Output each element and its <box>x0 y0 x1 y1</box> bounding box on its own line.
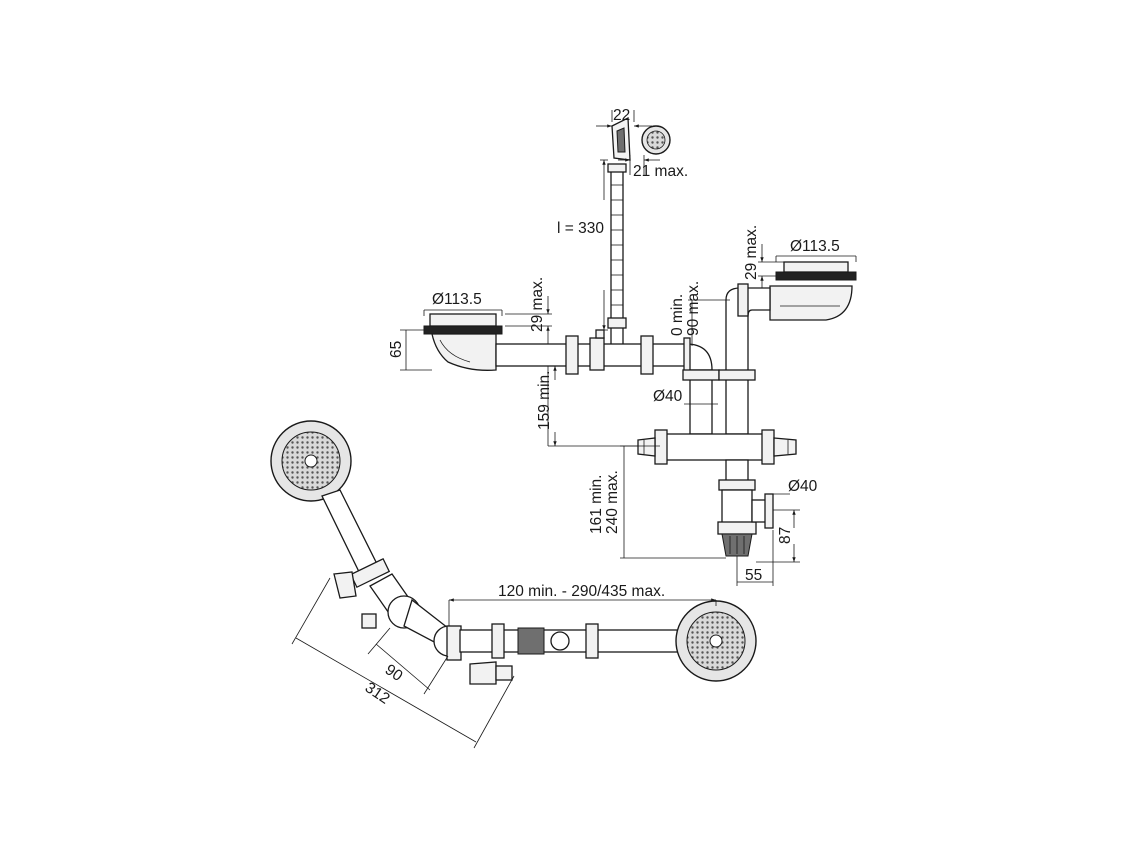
outlet-87-label: 87 <box>777 527 794 544</box>
right-bowl-elevation: Ø113.5 29 max. <box>743 225 857 321</box>
pipe-diameter-label: Ø40 <box>653 388 683 405</box>
overflow-head-width-label: 22 <box>613 107 630 124</box>
overflow-assembly: 22 21 max. l = 330 <box>557 107 688 346</box>
connector-pipe-elevation: 159 min. <box>495 329 713 447</box>
right-bowl-29max-label: 29 max. <box>743 225 760 280</box>
right-bowl-diameter-label: Ø113.5 <box>790 238 840 255</box>
left-bowl-height-label: 65 <box>388 341 405 358</box>
left-bowl-diameter-label: Ø113.5 <box>432 291 482 308</box>
drop-159-label: 159 min. <box>536 371 553 430</box>
right-strainer-icon <box>675 600 757 682</box>
trap-240-label: 240 max. <box>604 470 621 534</box>
overflow-head <box>611 116 631 161</box>
left-bowl-elevation: Ø113.5 29 max. 65 <box>388 277 552 371</box>
angle-312-label: 312 <box>362 679 393 708</box>
overflow-head-max-label: 21 max. <box>633 163 688 180</box>
trap-161-label: 161 min. <box>588 475 605 534</box>
overflow-grate-icon <box>641 125 671 155</box>
outlet-diameter-label: Ø40 <box>788 478 818 495</box>
connector-max-label: 90 max. <box>685 281 702 336</box>
angle-90-label: 90 <box>382 661 406 685</box>
left-bowl-29max-label: 29 max. <box>529 277 546 332</box>
plan-view: 120 min. - 290/435 max. 90 312 <box>270 420 757 749</box>
span-label: 120 min. - 290/435 max. <box>498 583 665 600</box>
connector-min-label: 0 min. <box>669 294 686 336</box>
overflow-hose-length-label: l = 330 <box>557 220 604 237</box>
trap-assembly: 0 min. 90 max. Ø40 Ø40 87 <box>588 281 818 586</box>
left-strainer-icon <box>270 420 352 502</box>
outlet-55-label: 55 <box>745 567 762 584</box>
